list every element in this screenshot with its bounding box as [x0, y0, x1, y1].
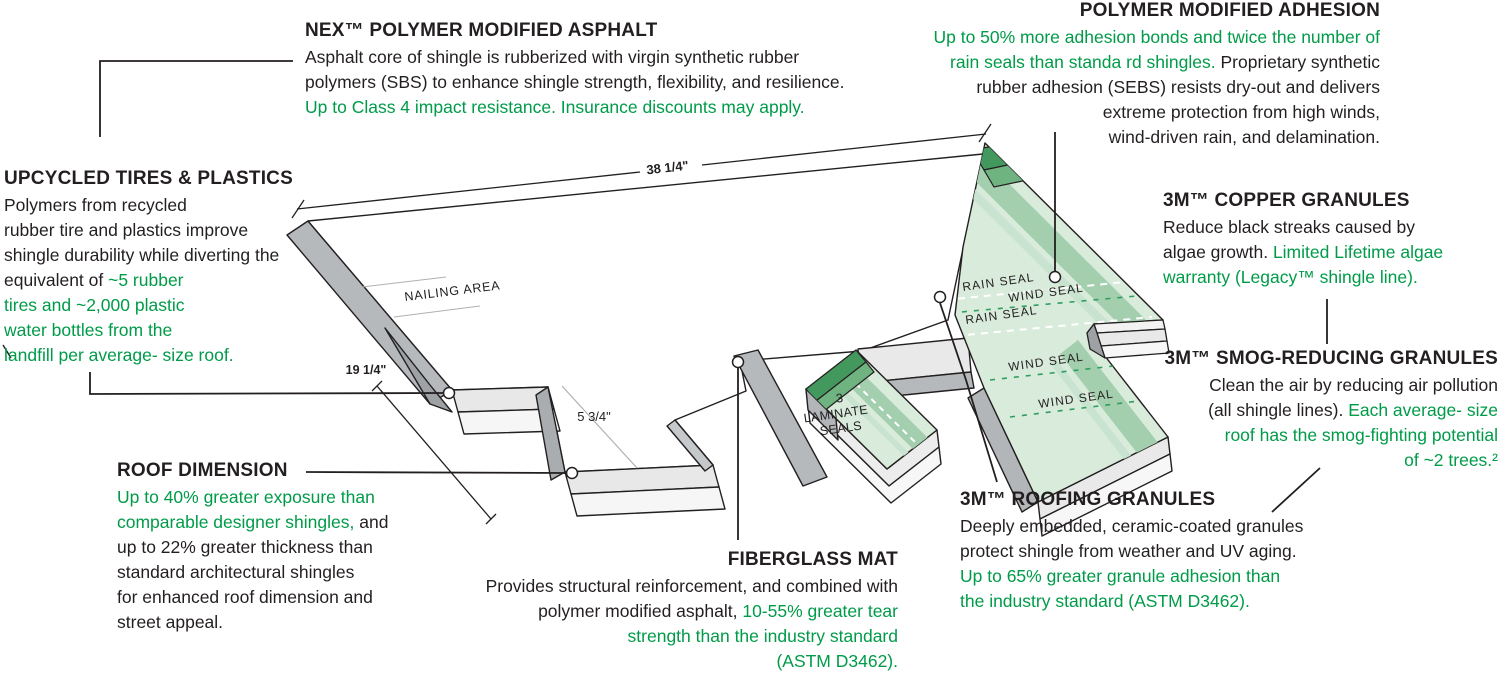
callout-line: tires and ~2,000 plastic	[4, 295, 185, 315]
callout-line: the industry standard (ASTM D3462).	[960, 591, 1250, 611]
fiberglass-anchor	[731, 355, 745, 369]
callout-line: water bottles from the	[4, 320, 173, 340]
callout-line: equivalent of ~5 rubber	[4, 270, 184, 290]
callout-line: protect shingle from weather and UV agin…	[960, 541, 1297, 561]
callout-nex-polymer-modified-asphalt: NEX™ POLYMER MODIFIED ASPHALT Asphalt co…	[305, 20, 845, 120]
callout-title: 3M™ ROOFING GRANULES	[960, 489, 1216, 510]
callout-roof-dimension: ROOF DIMENSION Up to 40% greater exposur…	[117, 460, 388, 635]
left-dimension-label: 19 1/4"	[346, 363, 387, 377]
callout-title: 3M™ SMOG-REDUCING GRANULES	[1164, 348, 1498, 369]
callout-line: Reduce black streaks caused by	[1163, 217, 1415, 237]
seal-piece-detail	[955, 143, 1164, 467]
upcycled-leader	[89, 372, 444, 395]
callout-line: extreme protection from high winds,	[1102, 102, 1380, 122]
notch-side-strip	[733, 349, 828, 487]
callout-fiberglass-mat: FIBERGLASS MAT Provides structural reinf…	[420, 549, 898, 673]
callout-title: FIBERGLASS MAT	[727, 549, 898, 570]
upcycled-tick	[2, 344, 12, 359]
roofing-granules-anchor	[933, 290, 947, 304]
main-shingle-left-edge-bump	[384, 327, 453, 413]
laminate-label: 3 LAMINATE SEALS	[803, 391, 869, 439]
callout-line: Clean the air by reducing air pollution	[1209, 375, 1498, 395]
callout-line: rain seals than standa rd shingles. Prop…	[950, 52, 1380, 72]
callout-line: shingle durability while diverting the	[4, 245, 280, 265]
callout-line: Up to Class 4 impact resistance. Insuran…	[305, 97, 805, 117]
callout-line: rubber tire and plastics improve	[4, 220, 249, 240]
callout-roofing-granules: 3M™ ROOFING GRANULES Deeply embedded, ce…	[960, 489, 1303, 614]
svg-text:3: 3	[835, 391, 844, 406]
callout-line: polymer modified asphalt, 10-55% greater…	[538, 601, 898, 621]
callout-line: (all shingle lines). Each average- size	[1208, 400, 1498, 420]
callout-line: landfill per average- size roof.	[4, 345, 234, 365]
callout-smog-reducing-granules: 3M™ SMOG-REDUCING GRANULES Clean the air…	[1150, 348, 1499, 473]
callout-title: UPCYCLED TIRES & PLASTICS	[4, 168, 293, 189]
callout-line: for enhanced roof dimension and	[117, 587, 373, 607]
exposure-label: 5 3/4"	[577, 409, 611, 424]
callout-line: of ~2 trees.²	[1404, 450, 1498, 470]
laminate-stripes	[806, 350, 929, 469]
callout-upcycled-tires-plastics: UPCYCLED TIRES & PLASTICS Polymers from …	[4, 168, 293, 368]
callout-line: warranty (Legacy™ shingle line).	[1163, 267, 1418, 287]
callout-line: Up to 40% greater exposure than	[117, 487, 375, 507]
callout-line: rubber adhesion (SEBS) resists dry-out a…	[976, 77, 1380, 97]
exposure-line	[561, 385, 638, 469]
callout-line: Up to 65% greater granule adhesion than	[960, 566, 1281, 586]
callout-line: Up to 50% more adhesion bonds and twice …	[933, 27, 1380, 47]
width-dimension	[291, 123, 992, 219]
svg-text:SEALS: SEALS	[819, 419, 863, 439]
callout-line: Polymers from recycled	[4, 195, 187, 215]
leader-circles	[442, 270, 1062, 480]
callout-title: ROOF DIMENSION	[117, 460, 288, 481]
callout-copper-granules: 3M™ COPPER GRANULES Reduce black streaks…	[1163, 190, 1443, 290]
callout-line: Asphalt core of shingle is rubberized wi…	[305, 47, 800, 67]
callout-line: wind-driven rain, and delamination.	[1108, 127, 1380, 147]
callout-line: roof has the smog-fighting potential	[1224, 425, 1498, 445]
roof-dimension-anchor	[565, 466, 579, 480]
callout-line: comparable designer shingles, and	[117, 512, 389, 532]
main-shingle	[286, 153, 984, 517]
leader-lines	[89, 132, 1328, 540]
left-dimension	[371, 380, 497, 525]
callout-polymer-modified-adhesion: POLYMER MODIFIED ADHESION Up to 50% more…	[880, 0, 1380, 150]
callout-line: standard architectural shingles	[117, 562, 355, 582]
callout-line: strength than the industry standard	[627, 626, 898, 646]
nex-leader-line	[99, 60, 293, 137]
callout-title: 3M™ COPPER GRANULES	[1163, 190, 1410, 211]
callout-title: NEX™ POLYMER MODIFIED ASPHALT	[305, 20, 658, 41]
upcycled-anchor	[442, 386, 456, 400]
adhesion-anchor	[1048, 270, 1062, 284]
roofing-granules-leader	[939, 302, 998, 483]
width-dimension-label: 38 1/4"	[646, 158, 690, 178]
seal-piece-step	[1086, 319, 1170, 359]
callout-line: Deeply embedded, ceramic-coated granules	[960, 516, 1304, 536]
smog-leader	[1271, 467, 1321, 513]
callout-title: POLYMER MODIFIED ADHESION	[1079, 0, 1380, 21]
callout-line: algae growth. Limited Lifetime algae	[1163, 242, 1444, 262]
callout-line: (ASTM D3462).	[776, 651, 898, 671]
callout-line: street appeal.	[117, 612, 224, 632]
roof-dimension-leader	[305, 471, 567, 474]
callout-line: up to 22% greater thickness than	[117, 537, 373, 557]
callout-line: Provides structural reinforcement, and c…	[485, 576, 898, 596]
callout-line: polymers (SBS) to enhance shingle streng…	[305, 72, 845, 92]
